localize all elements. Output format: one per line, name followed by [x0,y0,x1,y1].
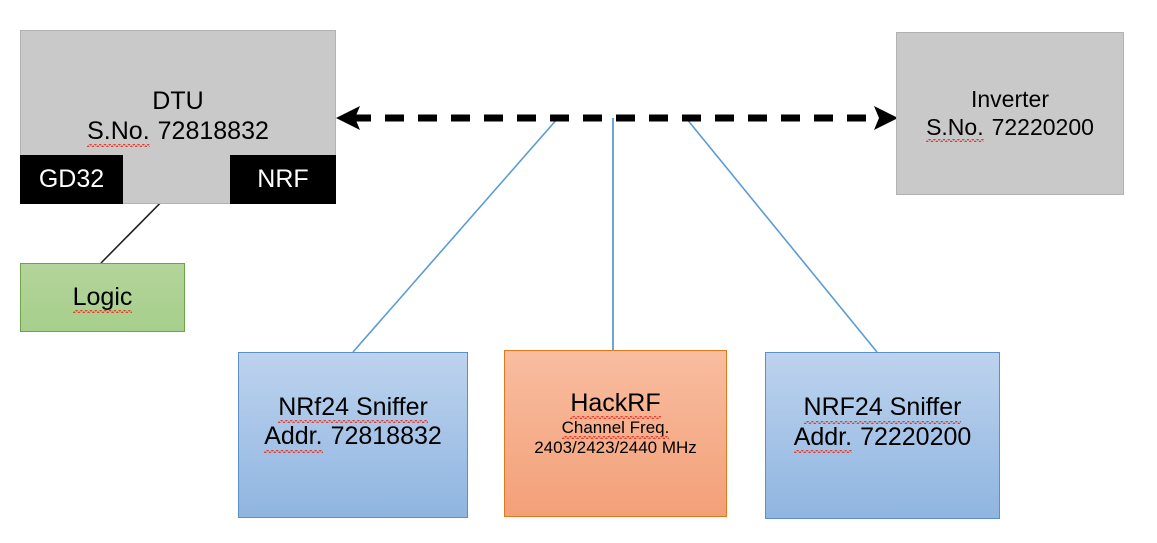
sniffer-left-address: Addr.72818832 [264,422,442,452]
nrf-sniffer-left-node[interactable]: NRf24 Sniffer Addr.72818832 [238,352,468,518]
nrf-chip[interactable]: NRF [230,155,336,204]
sniffer-right-address-value: 72220200 [860,422,972,451]
sniffer-left-tap-line [352,117,559,353]
logic-label: Logic [72,282,133,313]
inverter-node[interactable]: Inverter S.No. 72220200 [896,32,1124,195]
nrf-sniffer-right-node[interactable]: NRF24 Sniffer Addr.72220200 [765,352,1000,519]
gd32-label: GD32 [38,165,105,193]
sniffer-right-title: NRF24 Sniffer [803,393,962,423]
sniffer-right-address-prefix: Addr. [793,422,853,453]
inverter-serial-prefix: S.No. [926,113,984,142]
dtu-link-right-arrowhead [874,106,898,130]
sniffer-left-address-prefix: Addr. [264,422,323,452]
nrf-label: NRF [257,165,309,193]
dtu-serial-prefix: S.No. [87,116,150,147]
gd32-chip[interactable]: GD32 [20,155,123,204]
sniffer-left-address-value: 72818832 [330,422,442,450]
hackrf-title: HackRF [570,388,661,419]
sniffer-right-title-text: NRF24 Sniffer [803,393,962,423]
dtu-serial: S.No.72818832 [87,117,269,147]
dtu-link-left-arrowhead [336,106,360,130]
sniffer-right-address: Addr.72220200 [793,422,972,453]
sniffer-left-title-text: NRf24 Sniffer [278,392,428,423]
dtu-title: DTU [152,87,204,115]
logic-analyzer-node[interactable]: Logic [20,263,185,332]
inverter-title: Inverter [971,86,1049,113]
sniffer-left-title: NRf24 Sniffer [278,393,428,423]
hackrf-frequencies: 2403/2423/2440 MHz [534,438,697,458]
hackrf-channel-label: Channel Freq. [561,418,670,440]
dtu-serial-value: 72818832 [157,116,269,145]
hackrf-node[interactable]: HackRF Channel Freq. 2403/2423/2440 MHz [504,350,727,517]
inverter-serial-value: 72220200 [991,113,1094,140]
sniffer-right-tap-line [685,117,878,353]
inverter-serial: S.No. 72220200 [926,113,1094,142]
